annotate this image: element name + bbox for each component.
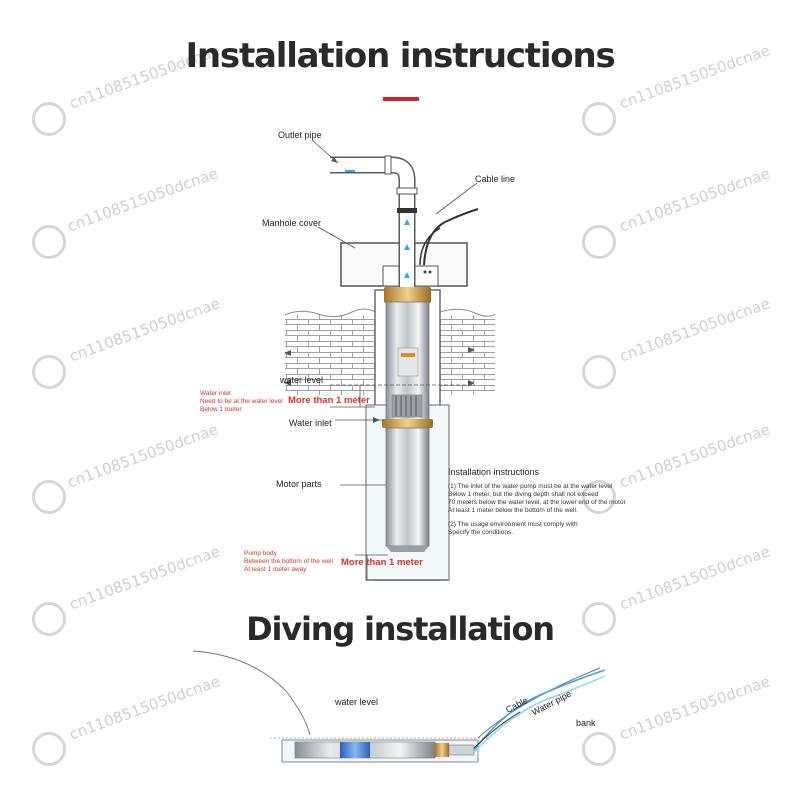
instructions-heading: Installation instructions [448, 467, 540, 477]
watermark-logo-icon [32, 732, 66, 766]
watermark-logo-icon [582, 480, 616, 514]
watermark-logo-icon [32, 602, 66, 636]
watermark-logo-icon [32, 480, 66, 514]
watermark-logo-icon [582, 732, 616, 766]
page-title: Installation instructions [185, 36, 615, 76]
note-line: Below 1 meter [200, 406, 242, 413]
diving-title: Diving installation [246, 610, 555, 648]
instruction-line: (1) The inlet of the water pump must be … [448, 483, 613, 490]
watermark-logo-icon [32, 225, 66, 259]
label-cable-line: Cable line [475, 174, 516, 184]
pump-body [382, 287, 433, 552]
instruction-line: 70 meters below the water level, at the … [448, 499, 626, 506]
label-more-than-1-meter: More than 1 meter [288, 395, 370, 406]
watermark-logo-icon [582, 225, 616, 259]
outlet-pipe [330, 155, 418, 290]
diving-scene [192, 650, 606, 763]
label-motor-parts: Motor parts [276, 479, 322, 489]
instruction-line: Below 1 meter, but the diving depth shal… [448, 491, 599, 498]
arrow-heads [284, 157, 475, 423]
brick-wall-left [284, 308, 376, 395]
watermark-logo-icon [582, 102, 616, 136]
note-line: Between the bottom of the well [244, 558, 333, 565]
instruction-line: At least 1 meter below the bottom of the… [448, 507, 578, 514]
note-line: Water inlet [200, 390, 231, 397]
dimension-lines [311, 139, 478, 580]
label-manhole-cover: Manhole cover [262, 218, 322, 228]
diving-label-bank: bank [576, 718, 596, 728]
watermark-logo-icon [32, 102, 66, 136]
label-more-than-1-meter-bottom: More than 1 meter [341, 557, 423, 568]
watermark-logo-icon [582, 355, 616, 389]
diving-label-water-level: water level [335, 697, 379, 707]
note-water-inlet: Water inlet Need to be at the water leve… [200, 390, 283, 414]
instruction-line: (2) The usage environment must comply wi… [448, 521, 578, 528]
instructions-block: Installation instructions (1) The inlet … [448, 467, 626, 537]
label-water-inlet: Water inlet [289, 418, 332, 428]
watermark-logo-icon [32, 355, 66, 389]
note-pump-body: Pump body Between the bottom of the well… [244, 550, 333, 574]
watermark-logo-icon [582, 602, 616, 636]
label-water-level: water level [280, 375, 324, 385]
brick-wall-right [439, 308, 496, 395]
note-line: Need to be at the water level [200, 398, 283, 405]
note-line: Pump body [244, 550, 277, 557]
cable-line [423, 208, 479, 266]
label-outlet-pipe: Outlet pipe [278, 130, 322, 140]
instruction-line: Specify the conditions. [448, 529, 514, 536]
title-accent-bar [383, 97, 419, 101]
note-line: At least 1 meter away [244, 566, 307, 573]
